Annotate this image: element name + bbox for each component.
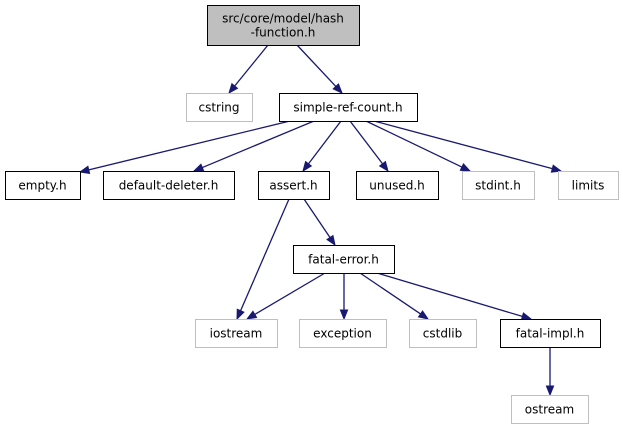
node-label: iostream <box>210 327 263 341</box>
node-box <box>258 171 330 200</box>
hash-function-h-node[interactable]: src/core/model/hash-function.h <box>207 5 360 46</box>
node-label: fatal-impl.h <box>516 327 585 341</box>
arrowhead-icon <box>192 163 205 172</box>
node-box <box>195 319 278 348</box>
arrowhead-icon <box>459 162 472 172</box>
edge-line <box>307 120 342 165</box>
arrowhead-icon <box>520 312 533 321</box>
empty-h-node[interactable]: empty.h <box>5 171 81 200</box>
edge-line <box>234 44 269 87</box>
edge-line <box>359 272 421 315</box>
fatal-error-h-node[interactable]: fatal-error.h <box>293 245 395 274</box>
edge-hash-function-to-cstring <box>228 44 269 95</box>
cstdlib-node: cstdlib <box>409 319 477 348</box>
node-label: assert.h <box>269 179 317 193</box>
node-box <box>500 319 601 348</box>
node-label: -function.h <box>251 26 316 40</box>
node-label: fatal-error.h <box>308 253 379 267</box>
assert-h-node[interactable]: assert.h <box>258 171 330 200</box>
stdint-h-node: stdint.h <box>462 171 535 200</box>
default-deleter-h-node[interactable]: default-deleter.h <box>103 171 235 200</box>
node-label: unused.h <box>369 179 425 193</box>
simple-ref-count-h-node[interactable]: simple-ref-count.h <box>279 93 418 122</box>
edge-line <box>239 198 290 312</box>
edge-simple-ref-count-to-stdint <box>365 120 472 172</box>
node-box <box>409 319 477 348</box>
node-box <box>186 93 253 122</box>
node-label: cstdlib <box>423 327 462 341</box>
edge-line <box>376 272 523 318</box>
edge-simple-ref-count-to-limits <box>373 120 563 173</box>
node-box <box>299 319 387 348</box>
exception-node: exception <box>299 319 387 348</box>
edge-line <box>365 120 463 168</box>
edge-simple-ref-count-to-default-deleter <box>192 120 315 172</box>
cstring-node: cstring <box>186 93 253 122</box>
arrowhead-icon <box>339 309 349 321</box>
edge-line <box>254 272 326 315</box>
limits-node: limits <box>558 171 619 200</box>
edge-fatal-error-to-fatal-impl <box>376 272 533 321</box>
arrowhead-icon <box>302 160 313 173</box>
node-box <box>511 395 589 424</box>
edge-line <box>296 44 337 87</box>
edge-fatal-error-to-exception <box>339 273 349 321</box>
edge-simple-ref-count-to-unused <box>349 120 389 173</box>
node-label: exception <box>313 327 372 341</box>
edge-hash-function-to-simple-ref-count <box>296 44 343 94</box>
arrowhead-icon <box>228 82 239 95</box>
edge-line <box>303 198 331 238</box>
iostream-node: iostream <box>195 319 278 348</box>
edge-fatal-impl-to-ostream <box>545 347 555 397</box>
arrowhead-icon <box>78 165 91 174</box>
edge-line <box>88 120 291 171</box>
edge-fatal-error-to-iostream <box>245 272 326 320</box>
arrowhead-icon <box>417 310 430 320</box>
edge-fatal-error-to-cstdlib <box>359 272 430 320</box>
unused-h-node[interactable]: unused.h <box>356 171 439 200</box>
node-box <box>207 5 360 46</box>
arrowhead-icon <box>245 310 258 320</box>
arrowhead-icon <box>378 160 389 173</box>
nodes-layer: src/core/model/hash-function.h cstring sim… <box>5 5 619 424</box>
node-box <box>5 171 81 200</box>
node-label: ostream <box>525 403 574 417</box>
edge-simple-ref-count-to-empty <box>78 120 291 174</box>
node-box <box>356 171 439 200</box>
edge-assert-to-iostream <box>236 198 290 321</box>
arrowhead-icon <box>332 83 343 94</box>
arrowhead-icon <box>545 385 555 397</box>
edges-layer <box>78 44 563 397</box>
node-label: default-deleter.h <box>119 179 219 193</box>
edge-line <box>202 120 315 169</box>
node-box <box>462 171 535 200</box>
edge-line <box>349 120 384 165</box>
node-box <box>558 171 619 200</box>
node-box <box>103 171 235 200</box>
edge-assert-to-fatal-error <box>303 198 336 247</box>
edge-simple-ref-count-to-assert <box>302 120 342 173</box>
node-label: limits <box>572 179 605 193</box>
fatal-impl-h-node[interactable]: fatal-impl.h <box>500 319 601 348</box>
arrowhead-icon <box>326 234 336 247</box>
arrowhead-icon <box>236 308 245 321</box>
node-box <box>279 93 418 122</box>
arrowhead-icon <box>550 164 563 173</box>
node-label: cstring <box>198 101 239 115</box>
node-label: empty.h <box>18 179 66 193</box>
node-box <box>293 245 395 274</box>
node-label: simple-ref-count.h <box>293 101 402 115</box>
node-label: stdint.h <box>475 179 521 193</box>
node-label: src/core/model/hash <box>222 12 344 26</box>
ostream-node: ostream <box>511 395 589 424</box>
edge-line <box>373 120 553 170</box>
